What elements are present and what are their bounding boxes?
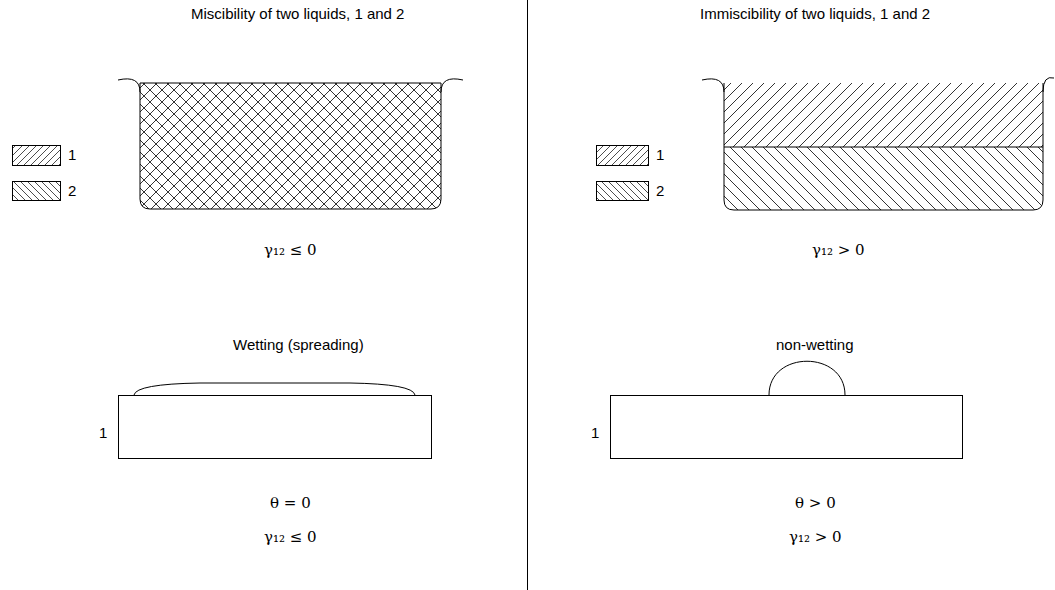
solid-slab bbox=[611, 396, 963, 459]
container-outline bbox=[724, 83, 1043, 210]
liquid-drop bbox=[769, 361, 845, 395]
contact-angle-formula: θ > 0 bbox=[795, 494, 836, 512]
container-lip bbox=[441, 79, 463, 92]
condition-formula: γ₁₂ ≤ 0 bbox=[264, 241, 317, 259]
condition-formula: γ₁₂ > 0 bbox=[789, 528, 842, 546]
panel-title: Wetting (spreading) bbox=[233, 336, 364, 354]
liquid-layer-1 bbox=[724, 83, 1043, 147]
panel-title: non-wetting bbox=[776, 336, 854, 354]
mixed-liquid bbox=[140, 83, 441, 209]
legend-label: 1 bbox=[656, 146, 664, 164]
liquid-layer-2 bbox=[724, 147, 1043, 210]
legend-swatch bbox=[597, 182, 649, 201]
legend-label: 2 bbox=[68, 182, 76, 200]
container-lip bbox=[702, 79, 724, 92]
solid-slab bbox=[119, 396, 432, 459]
container-lip bbox=[1043, 78, 1054, 92]
divider-line bbox=[527, 0, 528, 590]
container-lip bbox=[118, 79, 140, 92]
legend-swatch bbox=[13, 182, 61, 201]
legend-swatch bbox=[13, 146, 61, 166]
condition-formula: γ₁₂ ≤ 0 bbox=[264, 528, 317, 546]
panel-title: Immiscibility of two liquids, 1 and 2 bbox=[700, 5, 930, 23]
panel-title: Miscibility of two liquids, 1 and 2 bbox=[191, 5, 404, 23]
legend-label: 1 bbox=[68, 146, 76, 164]
legend-swatch bbox=[597, 146, 649, 166]
spread-film bbox=[134, 383, 415, 395]
contact-angle-formula: θ = 0 bbox=[270, 494, 311, 512]
legend-label: 2 bbox=[656, 182, 664, 200]
phase-number: 1 bbox=[99, 424, 107, 442]
condition-formula: γ₁₂ > 0 bbox=[812, 241, 865, 259]
phase-number: 1 bbox=[591, 424, 599, 442]
interface-line bbox=[724, 147, 1043, 148]
